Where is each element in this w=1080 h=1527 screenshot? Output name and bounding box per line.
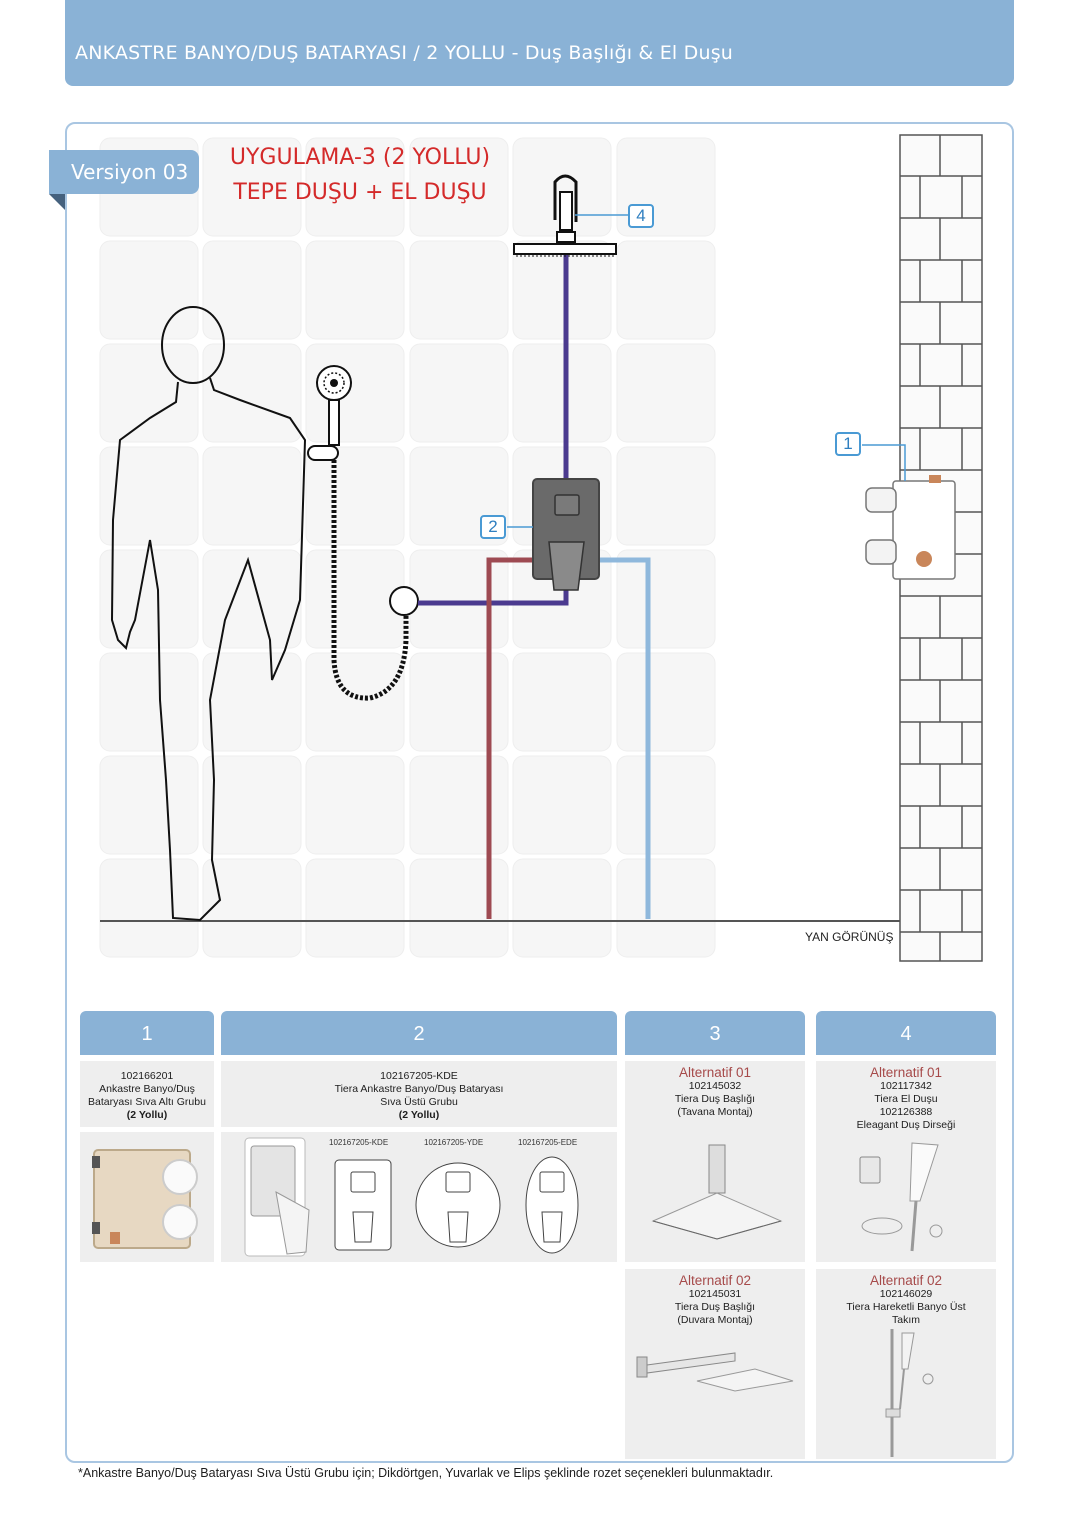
- card-2-code: 102167205-KDE: [380, 1070, 458, 1082]
- card-3a-title: Alternatif 01: [678, 1065, 752, 1080]
- footnote: *Ankastre Banyo/Duş Bataryası Sıva Üstü …: [78, 1466, 774, 1480]
- card-3b-line: Tiera Duş Başlığı: [674, 1301, 756, 1313]
- card-3-alternative-02: Alternatif 02 102145031 Tiera Duş Başlığ…: [625, 1269, 805, 1459]
- card-2-image: 102167205-KDE 102167205-YDE 102167205-ED…: [221, 1132, 617, 1262]
- page-header: ANKASTRE BANYO/DUŞ BATARYASI / 2 YOLLU -…: [65, 0, 1014, 86]
- card-4b-line: Tiera Hareketli Banyo Üst: [846, 1301, 966, 1313]
- variant-code-kde: 102167205-KDE: [329, 1138, 389, 1147]
- card-1-image: [80, 1132, 214, 1262]
- content-frame: [65, 122, 1014, 1463]
- card-3b-title: Alternatif 02: [678, 1273, 752, 1288]
- card-2-line: Sıva Üstü Grubu: [380, 1096, 458, 1108]
- concealed-body-side-icon: [865, 475, 956, 580]
- side-view-label: YAN GÖRÜNÜŞ: [805, 930, 894, 944]
- person-silhouette-icon: [110, 306, 307, 922]
- card-1-line: Ankastre Banyo/Duş: [99, 1083, 195, 1095]
- callout-4: 4: [628, 204, 654, 228]
- callout-2: 2: [480, 515, 506, 539]
- card-2-info: 102167205-KDE Tiera Ankastre Banyo/Duş B…: [221, 1061, 617, 1127]
- card-3-alternative-01: Alternatif 01 102145032 Tiera Duş Başlığ…: [625, 1061, 805, 1262]
- brick-lines: [900, 135, 982, 961]
- ceiling-shower-head-icon: [513, 174, 617, 257]
- card-4-alternative-01: Alternatif 01 102117342 Tiera El Duşu 10…: [816, 1061, 996, 1262]
- card-3a-line: (Tavana Montaj): [677, 1106, 753, 1118]
- shower-rail-set-product-icon: [885, 1329, 934, 1457]
- card-4a-title: Alternatif 01: [869, 1065, 943, 1080]
- card-2-line: (2 Yollu): [398, 1109, 440, 1121]
- mixer-variants-icon: [244, 1137, 579, 1257]
- card-4b-line: 102146029: [879, 1288, 933, 1300]
- card-4a-line: Tiera El Duşu: [874, 1093, 938, 1105]
- card-4a-line: 102126388: [879, 1106, 933, 1118]
- application-subtitle: TEPE DUŞU + EL DUŞU: [233, 180, 487, 205]
- column-3-header: 3: [625, 1011, 805, 1055]
- card-1-line: Bataryası Sıva Altı Grubu: [88, 1096, 206, 1108]
- installation-diagram: [99, 134, 983, 962]
- variant-code-yde: 102167205-YDE: [424, 1138, 484, 1147]
- column-1-header: 1: [80, 1011, 214, 1055]
- version-tab: Versiyon 03: [49, 150, 199, 194]
- card-3a-line: Tiera Duş Başlığı: [674, 1093, 756, 1105]
- column-2-header: 2: [221, 1011, 617, 1055]
- column-4-header: 4: [816, 1011, 996, 1055]
- hand-shower-icon: [307, 365, 419, 701]
- application-title: UYGULAMA-3 (2 YOLLU): [229, 145, 491, 170]
- card-4-alternative-02: Alternatif 02 102146029 Tiera Hareketli …: [816, 1269, 996, 1459]
- wall-tiles: [99, 137, 716, 958]
- card-4b-line: Takım: [891, 1314, 920, 1326]
- card-4a-line: Eleagant Duş Dirseği: [856, 1119, 956, 1131]
- card-4a-line: 102117342: [880, 1080, 932, 1092]
- card-3a-line: 102145032: [688, 1080, 742, 1092]
- version-tab-fold: [49, 194, 65, 210]
- hand-shower-product-icon: [859, 1142, 943, 1252]
- card-1-code: 102166201: [120, 1070, 174, 1082]
- card-3b-line: 102145031: [688, 1288, 742, 1300]
- header-title: ANKASTRE BANYO/DUŞ BATARYASI / 2 YOLLU -…: [75, 42, 734, 64]
- card-3b-line: (Duvara Montaj): [677, 1314, 753, 1326]
- card-1-info: 102166201 Ankastre Banyo/Duş Bataryası S…: [80, 1061, 214, 1127]
- callout-leaders: [507, 214, 906, 528]
- variant-code-ede: 102167205-EDE: [518, 1138, 578, 1147]
- concealed-box-product-icon: [92, 1149, 198, 1249]
- ceiling-shower-product-icon: [651, 1144, 783, 1240]
- concealed-mixer-plate-icon: [532, 478, 600, 591]
- card-1-line: (2 Yollu): [126, 1109, 168, 1121]
- callout-1: 1: [835, 432, 861, 456]
- cold-water-pipe: [598, 557, 651, 919]
- card-4b-title: Alternatif 02: [869, 1273, 943, 1288]
- wall-shower-product-icon: [636, 1352, 794, 1392]
- card-2-line: Tiera Ankastre Banyo/Duş Bataryası: [334, 1083, 504, 1095]
- hot-water-pipe: [486, 557, 536, 919]
